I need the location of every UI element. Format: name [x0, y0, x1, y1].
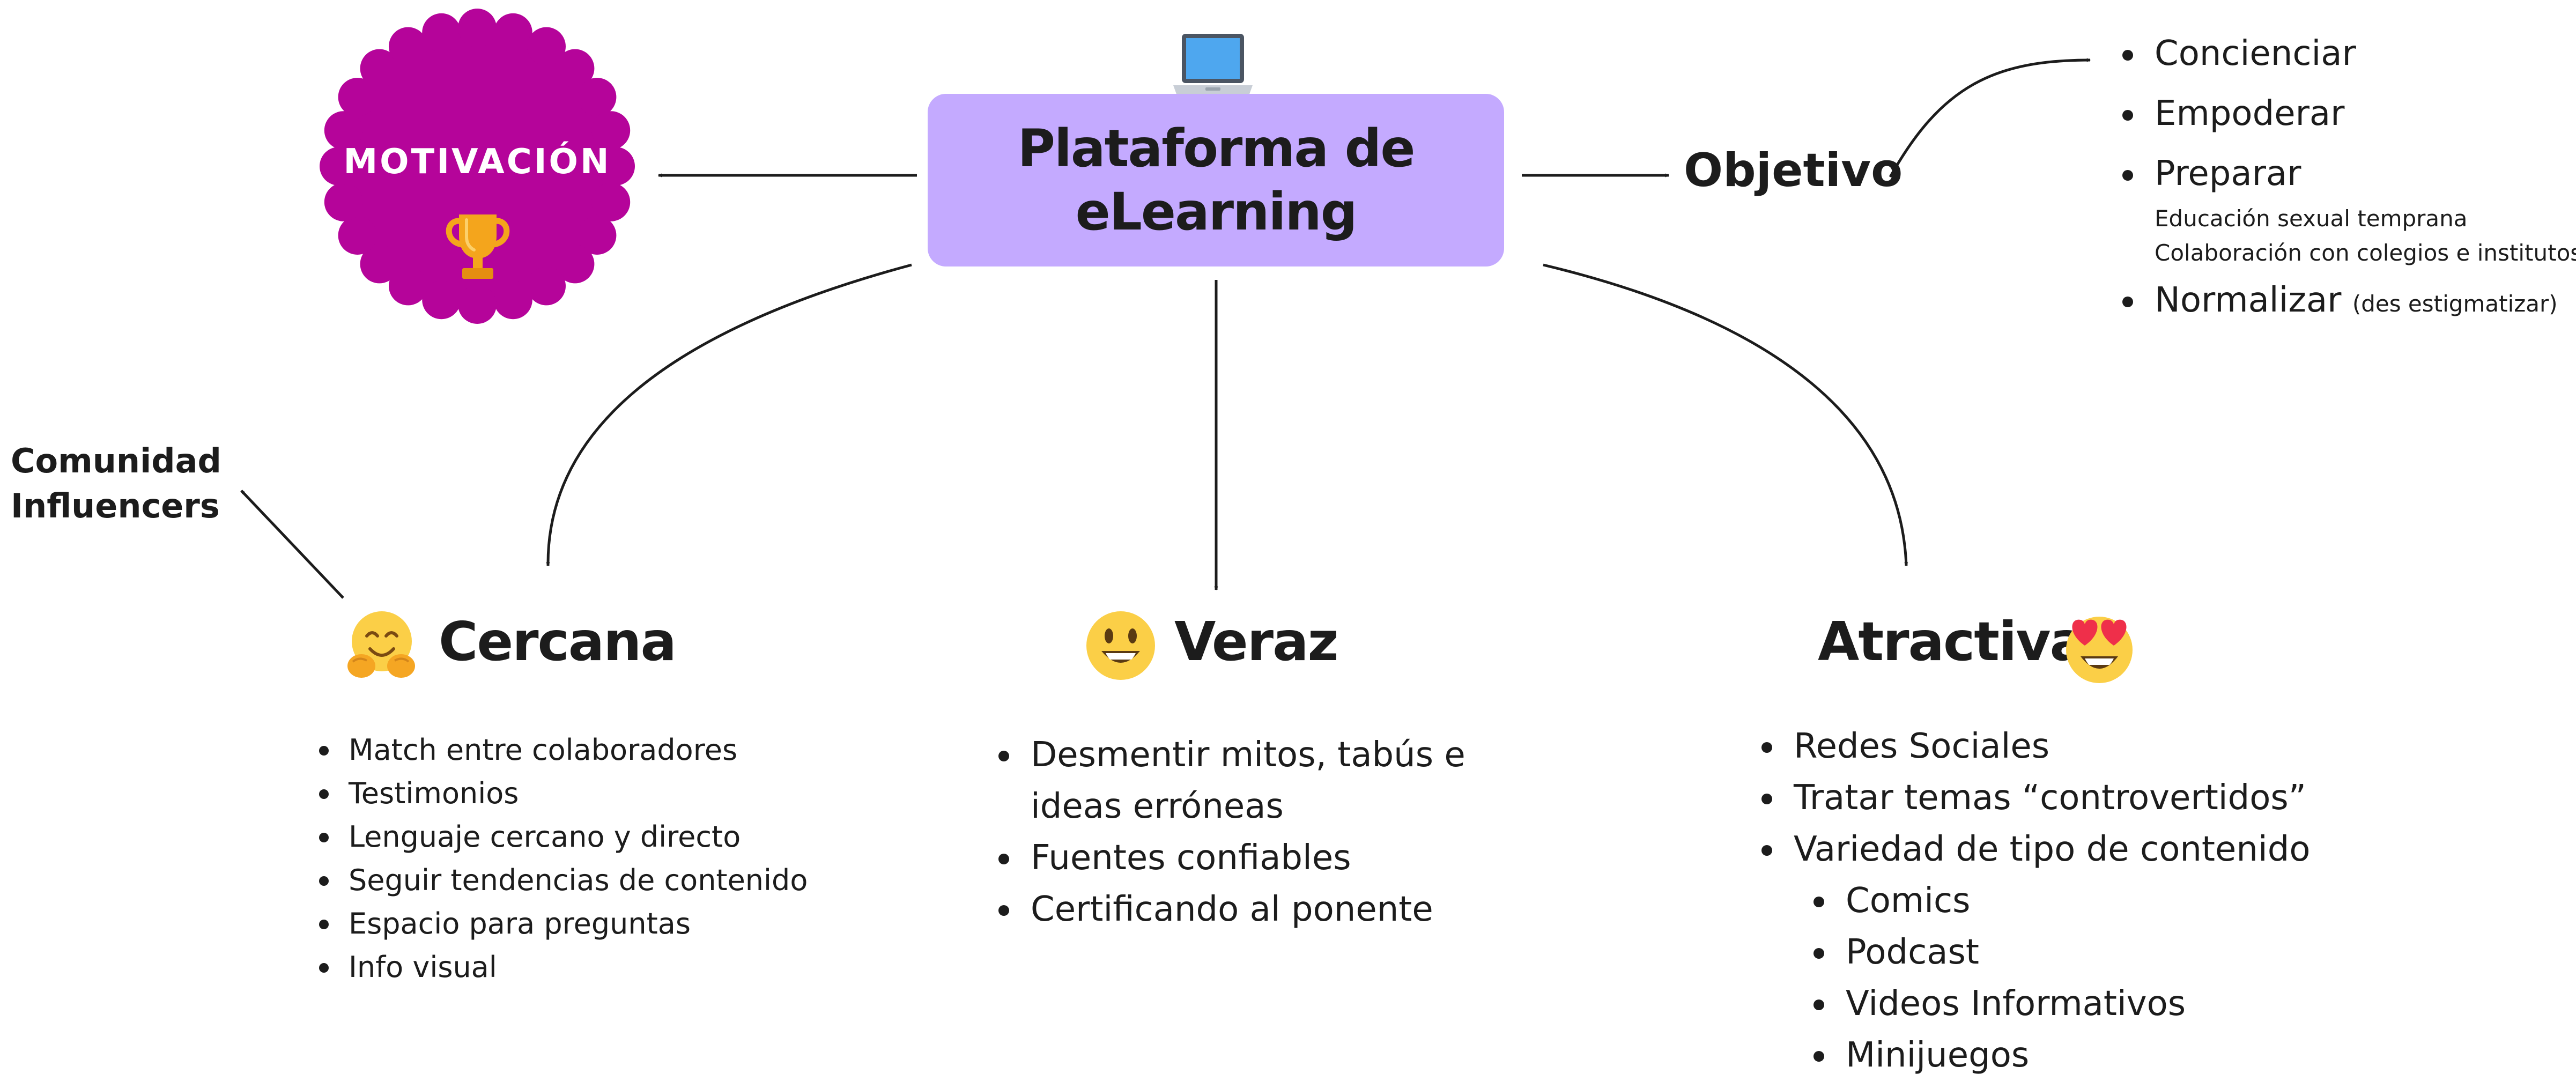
- veraz-title: Veraz: [1174, 610, 1339, 673]
- central-title: Plataforma de eLearning: [1017, 117, 1416, 243]
- list-item: Testimonios: [319, 772, 808, 815]
- objetivo-item-label: Concienciar: [2155, 34, 2356, 73]
- list-subitem-label: Podcast: [1846, 932, 1979, 972]
- bullet-dot: [2122, 50, 2133, 61]
- list-subitem-label: Videos Informativos: [1846, 984, 2186, 1024]
- objetivo-item: Preparar: [2122, 152, 2576, 195]
- atractiva-list: Redes Sociales Tratar temas “controverti…: [1761, 721, 2311, 1081]
- list-subitem-label: Minijuegos: [1846, 1035, 2030, 1075]
- list-item: Fuentes confiables: [998, 832, 1465, 884]
- list-item-label: Variedad de tipo de contenido: [1794, 830, 2311, 869]
- arrow-to-cercana: [548, 263, 912, 566]
- list-item-label: Espacio para preguntas: [349, 907, 691, 941]
- objetivo-item: Normalizar (des estigmatizar): [2122, 279, 2576, 325]
- objetivo-item: Empoderar: [2122, 92, 2576, 135]
- cercana-list: Match entre colaboradores Testimonios Le…: [319, 728, 808, 989]
- cercana-title: Cercana: [439, 610, 677, 673]
- list-item-label: Testimonios: [349, 776, 519, 810]
- bullet-dot: [319, 963, 329, 973]
- bullet-dot: [998, 751, 1009, 761]
- atractiva-title: Atractiva: [1818, 610, 2086, 673]
- bullet-dot: [319, 876, 329, 886]
- arrow-to-comunidad: [240, 490, 344, 599]
- bullet-dot: [2122, 297, 2133, 307]
- bullet-dot: [1813, 897, 1824, 907]
- comunidad-label: Comunidad Influencers: [11, 439, 221, 529]
- list-item-label: ideas erróneas: [1031, 787, 1284, 826]
- list-subitem: Podcast: [1813, 927, 2311, 978]
- smiling-face-icon: [1086, 611, 1155, 680]
- heart-eyes-face-icon: [2066, 617, 2133, 683]
- comunidad-line-1: Comunidad: [11, 441, 221, 480]
- hugging-face-icon: [347, 611, 415, 678]
- central-title-line-2: eLearning: [1075, 182, 1358, 242]
- objetivo-item-label: Empoderar: [2155, 94, 2345, 134]
- list-item: Lenguaje cercano y directo: [319, 815, 808, 858]
- bullet-dot: [998, 905, 1009, 916]
- objetivo-item: Concienciar: [2122, 32, 2576, 75]
- bullet-dot: [319, 833, 329, 842]
- central-title-line-1: Plataforma de: [1017, 119, 1416, 179]
- bullet-dot: [319, 920, 329, 929]
- objetivo-label: Objetivo: [1684, 144, 1903, 197]
- central-node: Plataforma de eLearning: [928, 94, 1504, 266]
- bullet-dot: [1813, 1051, 1824, 1062]
- list-item-label: Tratar temas “controvertidos”: [1794, 778, 2306, 818]
- list-item: Redes Sociales: [1761, 721, 2311, 772]
- list-subitem: Minijuegos: [1813, 1030, 2311, 1081]
- bullet-dot: [1761, 845, 1772, 856]
- objetivo-item-label: Preparar: [2155, 154, 2301, 194]
- objetivo-list: Concienciar Empoderar Preparar Educación…: [2122, 32, 2576, 325]
- list-item-label: Fuentes confiables: [1031, 838, 1351, 878]
- list-subitem-label: Comics: [1846, 881, 1971, 921]
- comunidad-line-2: Influencers: [11, 486, 220, 525]
- list-item: Seguir tendencias de contenido: [319, 858, 808, 902]
- list-item-label: Redes Sociales: [1794, 727, 2050, 766]
- bullet-dot: [998, 854, 1009, 864]
- bullet-dot: [319, 746, 329, 756]
- bullet-dot: [2122, 110, 2133, 121]
- motivation-label: MOTIVACIÓN: [343, 142, 611, 182]
- list-item: Certificando al ponente: [998, 884, 1465, 935]
- list-item-label: Seguir tendencias de contenido: [349, 863, 808, 897]
- list-subitem: Comics: [1813, 875, 2311, 927]
- list-item: Desmentir mitos, tabús e: [998, 729, 1465, 781]
- bullet-dot: [1761, 794, 1772, 804]
- list-item: Espacio para preguntas: [319, 902, 808, 945]
- arrow-to-atractiva: [1543, 263, 1906, 566]
- veraz-list: Desmentir mitos, tabús e ideas erróneas …: [998, 729, 1465, 935]
- bullet-dot: [319, 789, 329, 799]
- list-item: Info visual: [319, 945, 808, 989]
- objetivo-item-note: (des estigmatizar): [2352, 291, 2558, 317]
- list-item-label: Certificando al ponente: [1031, 890, 1433, 929]
- list-subitem: Videos Informativos: [1813, 978, 2311, 1030]
- list-item: Variedad de tipo de contenido: [1761, 824, 2311, 875]
- list-item: Tratar temas “controvertidos”: [1761, 772, 2311, 824]
- motivation-badge: [320, 9, 635, 324]
- bullet-dot: [2122, 170, 2133, 181]
- bullet-dot: [1813, 948, 1824, 959]
- laptop-icon: [1173, 34, 1253, 100]
- arrow-to-objetivo-list: [1889, 60, 2090, 178]
- bullet-dot: [1813, 999, 1824, 1010]
- list-item-continuation: ideas erróneas: [998, 781, 1465, 832]
- list-item-label: Match entre colaboradores: [349, 733, 738, 767]
- list-item: Match entre colaboradores: [319, 728, 808, 772]
- objetivo-subitem: Educación sexual temprana: [2155, 205, 2468, 232]
- trophy-icon: [446, 214, 510, 279]
- list-item-label: Desmentir mitos, tabús e: [1031, 735, 1465, 775]
- objetivo-item-label: Normalizar: [2155, 280, 2342, 320]
- list-item-label: Lenguaje cercano y directo: [349, 820, 741, 854]
- bullet-dot: [1761, 742, 1772, 753]
- list-item-label: Info visual: [349, 950, 497, 984]
- objetivo-subitem: Colaboración con colegios e institutos: [2155, 240, 2576, 266]
